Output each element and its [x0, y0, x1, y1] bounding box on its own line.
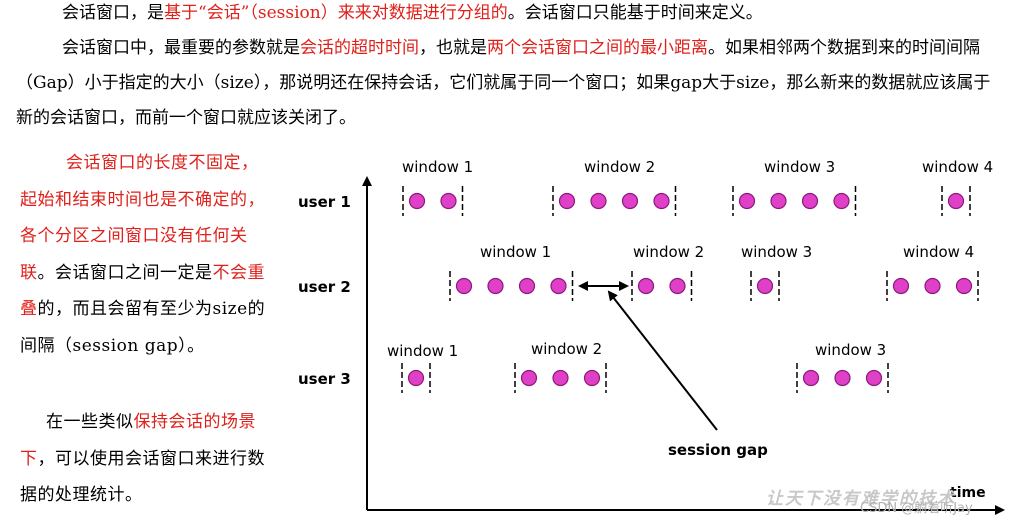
data-point: [669, 277, 686, 295]
window-label: window 3: [741, 243, 812, 261]
body-text: 。如果相邻两个数据到来的时间间隔（Gap）小于指定的大小（size），那说明还在…: [16, 38, 991, 128]
body-text: 的，而且会留有至少为size的间隔（session gap）。: [20, 299, 266, 356]
data-point: [756, 277, 774, 295]
body-text: 。会话窗口只能基于时间来定义。: [507, 3, 763, 23]
data-point: [801, 192, 819, 210]
use-case-paragraph: 在一些类似保持会话的场景下，可以使用会话窗口来进行数据的处理统计。: [20, 404, 272, 514]
body-text: 会话窗口，是: [62, 3, 164, 23]
user-label: user 1: [298, 193, 351, 211]
data-point: [770, 192, 787, 210]
highlight-text: 两个会话窗口之间的最小距离: [487, 38, 708, 58]
data-point: [407, 369, 425, 387]
highlight-text: 不会重叠: [20, 262, 265, 320]
window-properties-paragraph: 会话窗口的长度不固定，起始和结束时间也是不确定的，各个分区之间窗口没有任何关联。…: [20, 145, 272, 364]
data-point: [440, 192, 457, 210]
data-point: [924, 277, 941, 295]
data-point: [550, 277, 567, 295]
data-point: [653, 192, 670, 210]
body-text: 。会话窗口之间一定是: [37, 262, 213, 283]
window-label: window 1: [387, 342, 458, 360]
user-label: user 2: [298, 278, 351, 296]
session-gap-label: session gap: [668, 441, 768, 459]
data-point: [621, 192, 639, 210]
window-label: window 3: [815, 341, 886, 359]
window-label: window 3: [764, 158, 835, 176]
highlight-text: 基于“会话”（session）来来对数据进行分组的: [164, 3, 508, 23]
data-point: [802, 369, 820, 387]
data-point: [583, 369, 601, 387]
data-point: [955, 277, 973, 295]
intro-paragraph: 会话窗口，是基于“会话”（session）来来对数据进行分组的。会话窗口只能基于…: [62, 0, 763, 31]
window-label: window 2: [584, 158, 655, 176]
handwritten-watermark: 让天下没有难学的技术: [766, 489, 956, 509]
data-point: [892, 277, 910, 295]
highlight-text: 保持会话的场景下: [20, 412, 256, 469]
window-label: window 4: [903, 243, 974, 261]
highlight-text: 会话窗口的长度不固定，起始和结束时间也是不确定的，各个分区之间窗口没有任何关联: [20, 153, 265, 283]
data-point: [552, 369, 569, 387]
window-label: window 1: [480, 243, 551, 261]
data-point: [520, 369, 538, 387]
data-point: [738, 192, 756, 210]
body-text: 在一些类似: [46, 412, 134, 432]
window-label: window 2: [633, 243, 704, 261]
data-point: [865, 369, 883, 387]
data-point: [947, 192, 965, 210]
highlight-text: 会话的超时时间: [300, 38, 419, 58]
data-point: [590, 192, 607, 210]
body-text: 会话窗口中，最重要的参数就是: [62, 38, 300, 58]
data-point: [637, 277, 655, 295]
gap-pointer-arrow: [607, 290, 718, 431]
data-point: [834, 369, 851, 387]
data-point: [833, 192, 850, 210]
window-label: window 4: [922, 158, 993, 176]
data-point: [518, 277, 536, 295]
data-point: [455, 277, 473, 295]
gap-explanation-paragraph: 会话窗口中，最重要的参数就是会话的超时时间，也就是两个会话窗口之间的最小距离。如…: [16, 31, 1006, 136]
user-label: user 3: [298, 370, 351, 388]
csdn-watermark: CSDN @躺着听Jay: [860, 501, 973, 516]
body-text: ，也就是: [419, 38, 487, 58]
data-point: [408, 192, 426, 210]
time-axis-label: time: [950, 485, 986, 501]
data-point: [487, 277, 504, 295]
window-label: window 1: [402, 158, 473, 176]
window-label: window 2: [531, 340, 602, 358]
data-point: [558, 192, 576, 210]
body-text: ，可以使用会话窗口来进行数据的处理统计。: [20, 448, 265, 506]
